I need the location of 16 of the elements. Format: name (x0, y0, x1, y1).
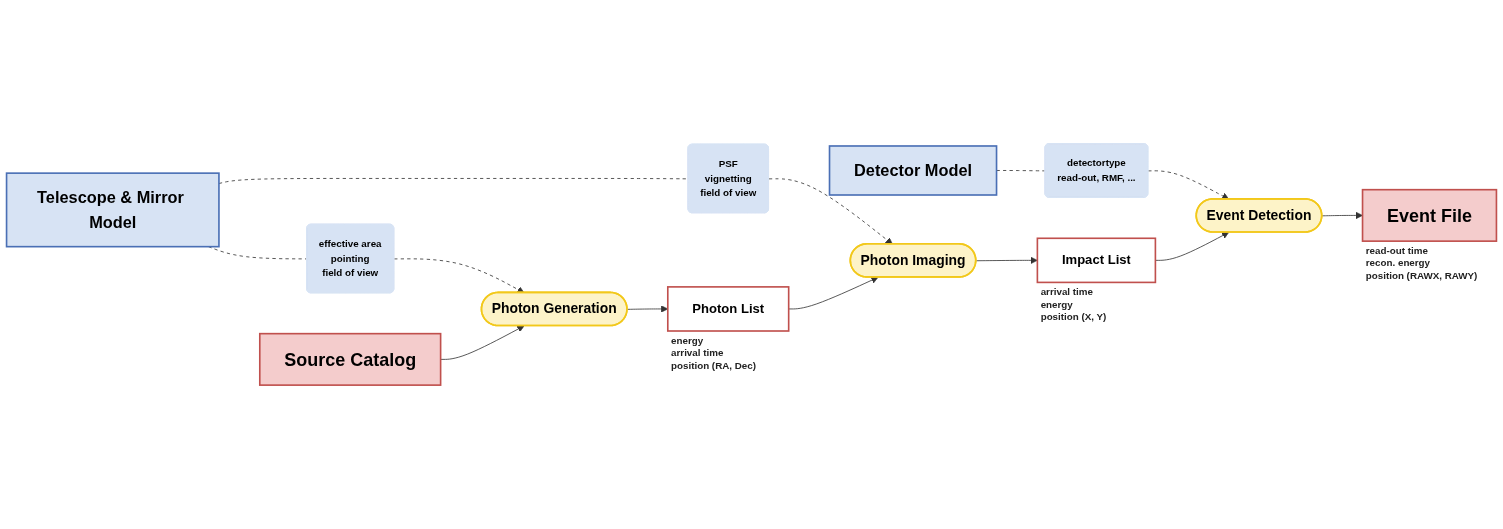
attribute-text: position (X, Y) (1040, 311, 1107, 323)
attribute-text: energy (671, 335, 704, 347)
attribute-text: position (RAWX, RAWY) (1365, 269, 1478, 281)
node-box: Telescope & Mirror Model (5, 172, 220, 248)
node-box: Event File (1361, 189, 1498, 243)
node-box: Source Catalog (258, 333, 442, 387)
node-box: Impact List (1036, 237, 1157, 284)
attribute-text: arrival time (671, 347, 724, 359)
node-box: Photon List (666, 286, 790, 332)
attribute-text: energy (1040, 298, 1073, 310)
connector (218, 178, 689, 185)
attribute-text: recon. energy (1365, 257, 1431, 269)
attribute-text: arrival time (1040, 286, 1093, 298)
attribute-text: read-out time (1365, 245, 1428, 257)
attribute-text: position (RA, Dec) (671, 359, 756, 371)
node-box: Detector Model (828, 145, 998, 196)
